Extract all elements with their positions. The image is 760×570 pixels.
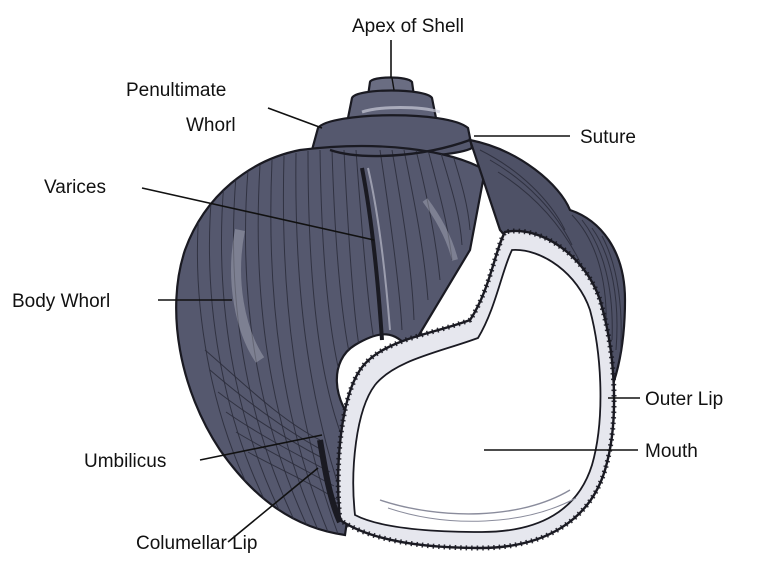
apex-whorls: [312, 78, 472, 158]
shell-illustration: [176, 78, 625, 549]
label-penultimate: Penultimate: [126, 80, 226, 101]
label-mouth: Mouth: [645, 441, 698, 462]
label-outer-lip: Outer Lip: [645, 389, 723, 410]
label-varices: Varices: [44, 177, 106, 198]
label-apex-of-shell: Apex of Shell: [352, 16, 464, 37]
label-suture: Suture: [580, 127, 636, 148]
label-columellar-lip: Columellar Lip: [136, 533, 257, 554]
label-body-whorl: Body Whorl: [12, 291, 110, 312]
label-umbilicus: Umbilicus: [84, 451, 166, 472]
label-whorl: Whorl: [186, 115, 236, 136]
